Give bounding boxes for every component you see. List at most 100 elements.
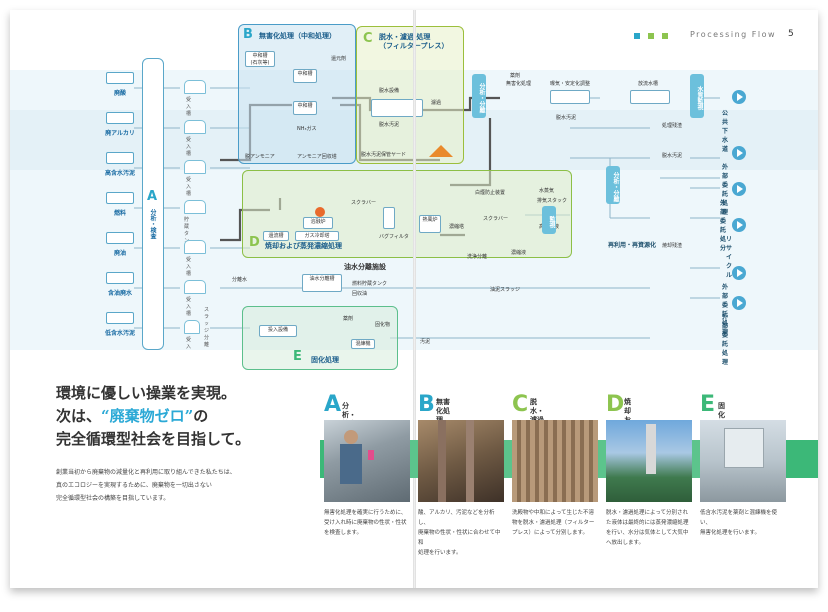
zone-b-node: 中和槽 bbox=[293, 69, 317, 83]
card-desc: 脱水・濾過処理によって分別され た液体は最終的には蒸発濃縮処理 を行い、水分は気… bbox=[606, 508, 692, 548]
oil-water-title: 油水分離施設 bbox=[344, 263, 386, 271]
zone-e: E 固化処理 投入設備 薬剤 固化物 混練機 bbox=[242, 306, 398, 370]
zone-e-node: 薬剤 bbox=[343, 316, 354, 322]
play-icon bbox=[732, 296, 746, 310]
zone-c-node: 脱水設備 bbox=[379, 88, 400, 94]
zone-e-node: 混練機 bbox=[351, 339, 375, 349]
header-square bbox=[662, 33, 668, 39]
card-desc-line: 処理を行います。 bbox=[418, 550, 462, 556]
tank-icon bbox=[630, 90, 670, 104]
card-desc: 無害化処理を確実に行うために、 受け入れ時に廃棄物の性状・性状 を検査します。 bbox=[324, 508, 410, 538]
source-label: 高含水汚泥 bbox=[104, 170, 135, 177]
photo-analysis bbox=[324, 420, 410, 502]
source-label: 燃料 bbox=[113, 210, 126, 217]
body-line: 創業当初から廃棄物の減量化と再利用に取り組んできた私たちは、 bbox=[56, 469, 236, 476]
card-desc-line: 脱水・濾過処理によって分別され bbox=[606, 510, 689, 516]
zone-d-node: バグフィルタ bbox=[379, 234, 409, 240]
tank-label: 受入槽 bbox=[186, 97, 192, 117]
zone-b-title: 無害化処理（中和処理） bbox=[259, 32, 336, 40]
right-bar: 分析・分離 bbox=[606, 166, 620, 204]
right-flow-node: 汚泥 bbox=[420, 339, 431, 345]
play-icon bbox=[732, 182, 746, 196]
card-letter: A bbox=[324, 392, 342, 417]
zone-a-bar: A 分析・検査 bbox=[142, 58, 164, 350]
zone-d-node: 排気スタック bbox=[537, 198, 568, 204]
tank-label: 受入槽 bbox=[186, 297, 192, 317]
filter-press-icon bbox=[371, 99, 423, 117]
oil-water-facility: 油水分離施設 分離水 油水分離槽 燃料貯蔵タンク 回収油 bbox=[232, 262, 424, 298]
card-desc-line: 低含水汚泥を薬剤と混練機を使い、 bbox=[700, 510, 778, 526]
play-icon bbox=[732, 90, 746, 104]
output-label: 外部委託処分 bbox=[720, 200, 727, 252]
zone-c-node: 脱水汚泥 bbox=[379, 122, 400, 128]
zone-c-node: 脱水汚泥保管ヤード bbox=[361, 152, 407, 158]
silo-icon bbox=[724, 428, 764, 468]
tank-label: 受入槽 bbox=[186, 137, 192, 157]
tank-icon bbox=[184, 80, 206, 94]
flame-icon bbox=[315, 207, 325, 217]
headline: 環境に優しい操業を実現。 次は、“廃棄物ゼロ”の 完全循環型社会を目指して。 bbox=[56, 382, 250, 449]
right-flow-node: 放流水槽 bbox=[638, 81, 659, 87]
output-label: 外部委託処理 bbox=[722, 164, 729, 216]
right-flow-node: 焼却残渣 bbox=[662, 243, 683, 249]
zone-b: B 無害化処理（中和処理） 中和槽 (石灰等) 中和槽 還元剤 中和槽 NH₃ガ… bbox=[238, 24, 356, 164]
output-label: 再利用・再資源化 bbox=[608, 242, 657, 249]
tank-icon bbox=[550, 90, 590, 104]
source-label: 低含水汚泥 bbox=[104, 330, 135, 337]
right-flow-node: 処理残渣 bbox=[662, 123, 683, 129]
tank-label: 受入 bbox=[186, 337, 192, 350]
zone-d-node: ガス冷却塔 bbox=[295, 231, 339, 241]
bag-filter-icon bbox=[383, 207, 395, 229]
oil-water-node: 回収油 bbox=[352, 291, 368, 297]
truck-icon bbox=[106, 192, 134, 204]
zone-e-node: 固化物 bbox=[375, 322, 391, 328]
header-square bbox=[648, 33, 654, 39]
truck-icon bbox=[106, 152, 134, 164]
card-desc-line: プレス）によって分別します。 bbox=[512, 530, 589, 536]
zone-b-node: アンモニア回収塔 bbox=[297, 154, 337, 160]
card-desc-line: 物を脱水・濾過処理（フィルター bbox=[512, 520, 595, 526]
right-bar: 分析・分離 bbox=[472, 74, 486, 118]
zone-d-node: 濃縮液 bbox=[511, 250, 527, 256]
zone-b-node: 中和槽 bbox=[293, 101, 317, 115]
source-label: 廃アルカリ bbox=[105, 130, 135, 137]
tank-icon bbox=[184, 280, 206, 294]
truck-icon bbox=[106, 272, 134, 284]
zone-b-node: 中和槽 (石灰等) bbox=[245, 51, 275, 67]
body-line: 完全循環型社会の構築を目指しています。 bbox=[56, 495, 170, 502]
truck-icon bbox=[106, 72, 134, 84]
zone-b-node: 脱アンモニア bbox=[245, 154, 275, 160]
zone-d-letter: D bbox=[249, 235, 260, 250]
output-label: 公共下水道 bbox=[722, 110, 729, 153]
zone-d-node: 還流槽 bbox=[263, 231, 289, 241]
zone-d-node: 熱風炉 bbox=[419, 215, 441, 233]
zone-d-node: 白煙防止装置 bbox=[475, 190, 506, 196]
right-flow-node: 曝気・安定化調整 bbox=[550, 81, 591, 87]
source-label: 含油廃水 bbox=[107, 290, 132, 297]
card-letter: D bbox=[606, 392, 625, 417]
worker-body bbox=[340, 444, 362, 484]
right-flow-node: 薬剤 bbox=[510, 73, 521, 79]
header-squares bbox=[634, 33, 668, 39]
card-desc-line: 受け入れ時に廃棄物の性状・性状 bbox=[324, 520, 407, 526]
worker-icon bbox=[344, 430, 358, 444]
zone-b-node: 還元剤 bbox=[331, 56, 347, 62]
zone-c-letter: C bbox=[363, 31, 373, 46]
oil-water-node: 分離水 bbox=[232, 277, 248, 283]
card-letter: C bbox=[512, 392, 529, 417]
card-desc: 洗殿物や中和によって生じた不溶 物を脱水・濾過処理（フィルター プレス）によって… bbox=[512, 508, 598, 538]
photo-solidification bbox=[700, 420, 786, 502]
body-text: 創業当初から廃棄物の減量化と再利用に取り組んできた私たちは、 真のエコロジーを実… bbox=[56, 466, 236, 505]
page-number: 5 bbox=[788, 29, 794, 39]
card-desc-line: を検査します。 bbox=[324, 530, 362, 536]
photo-filter-press bbox=[512, 420, 598, 502]
card-desc-line: へ放出します。 bbox=[606, 540, 644, 546]
card-desc-line: 酸、アルカリ、汚泥などを分析し、 bbox=[418, 510, 495, 526]
tank-icon bbox=[184, 240, 206, 254]
photo-incineration bbox=[606, 420, 692, 502]
tank-label: 受入槽 bbox=[186, 257, 192, 277]
oil-water-node: 油水分離槽 bbox=[302, 274, 342, 292]
card-desc-line: 無害化処理を確実に行うために、 bbox=[324, 510, 407, 516]
zone-d-node: 濃縮塔 bbox=[449, 224, 465, 230]
